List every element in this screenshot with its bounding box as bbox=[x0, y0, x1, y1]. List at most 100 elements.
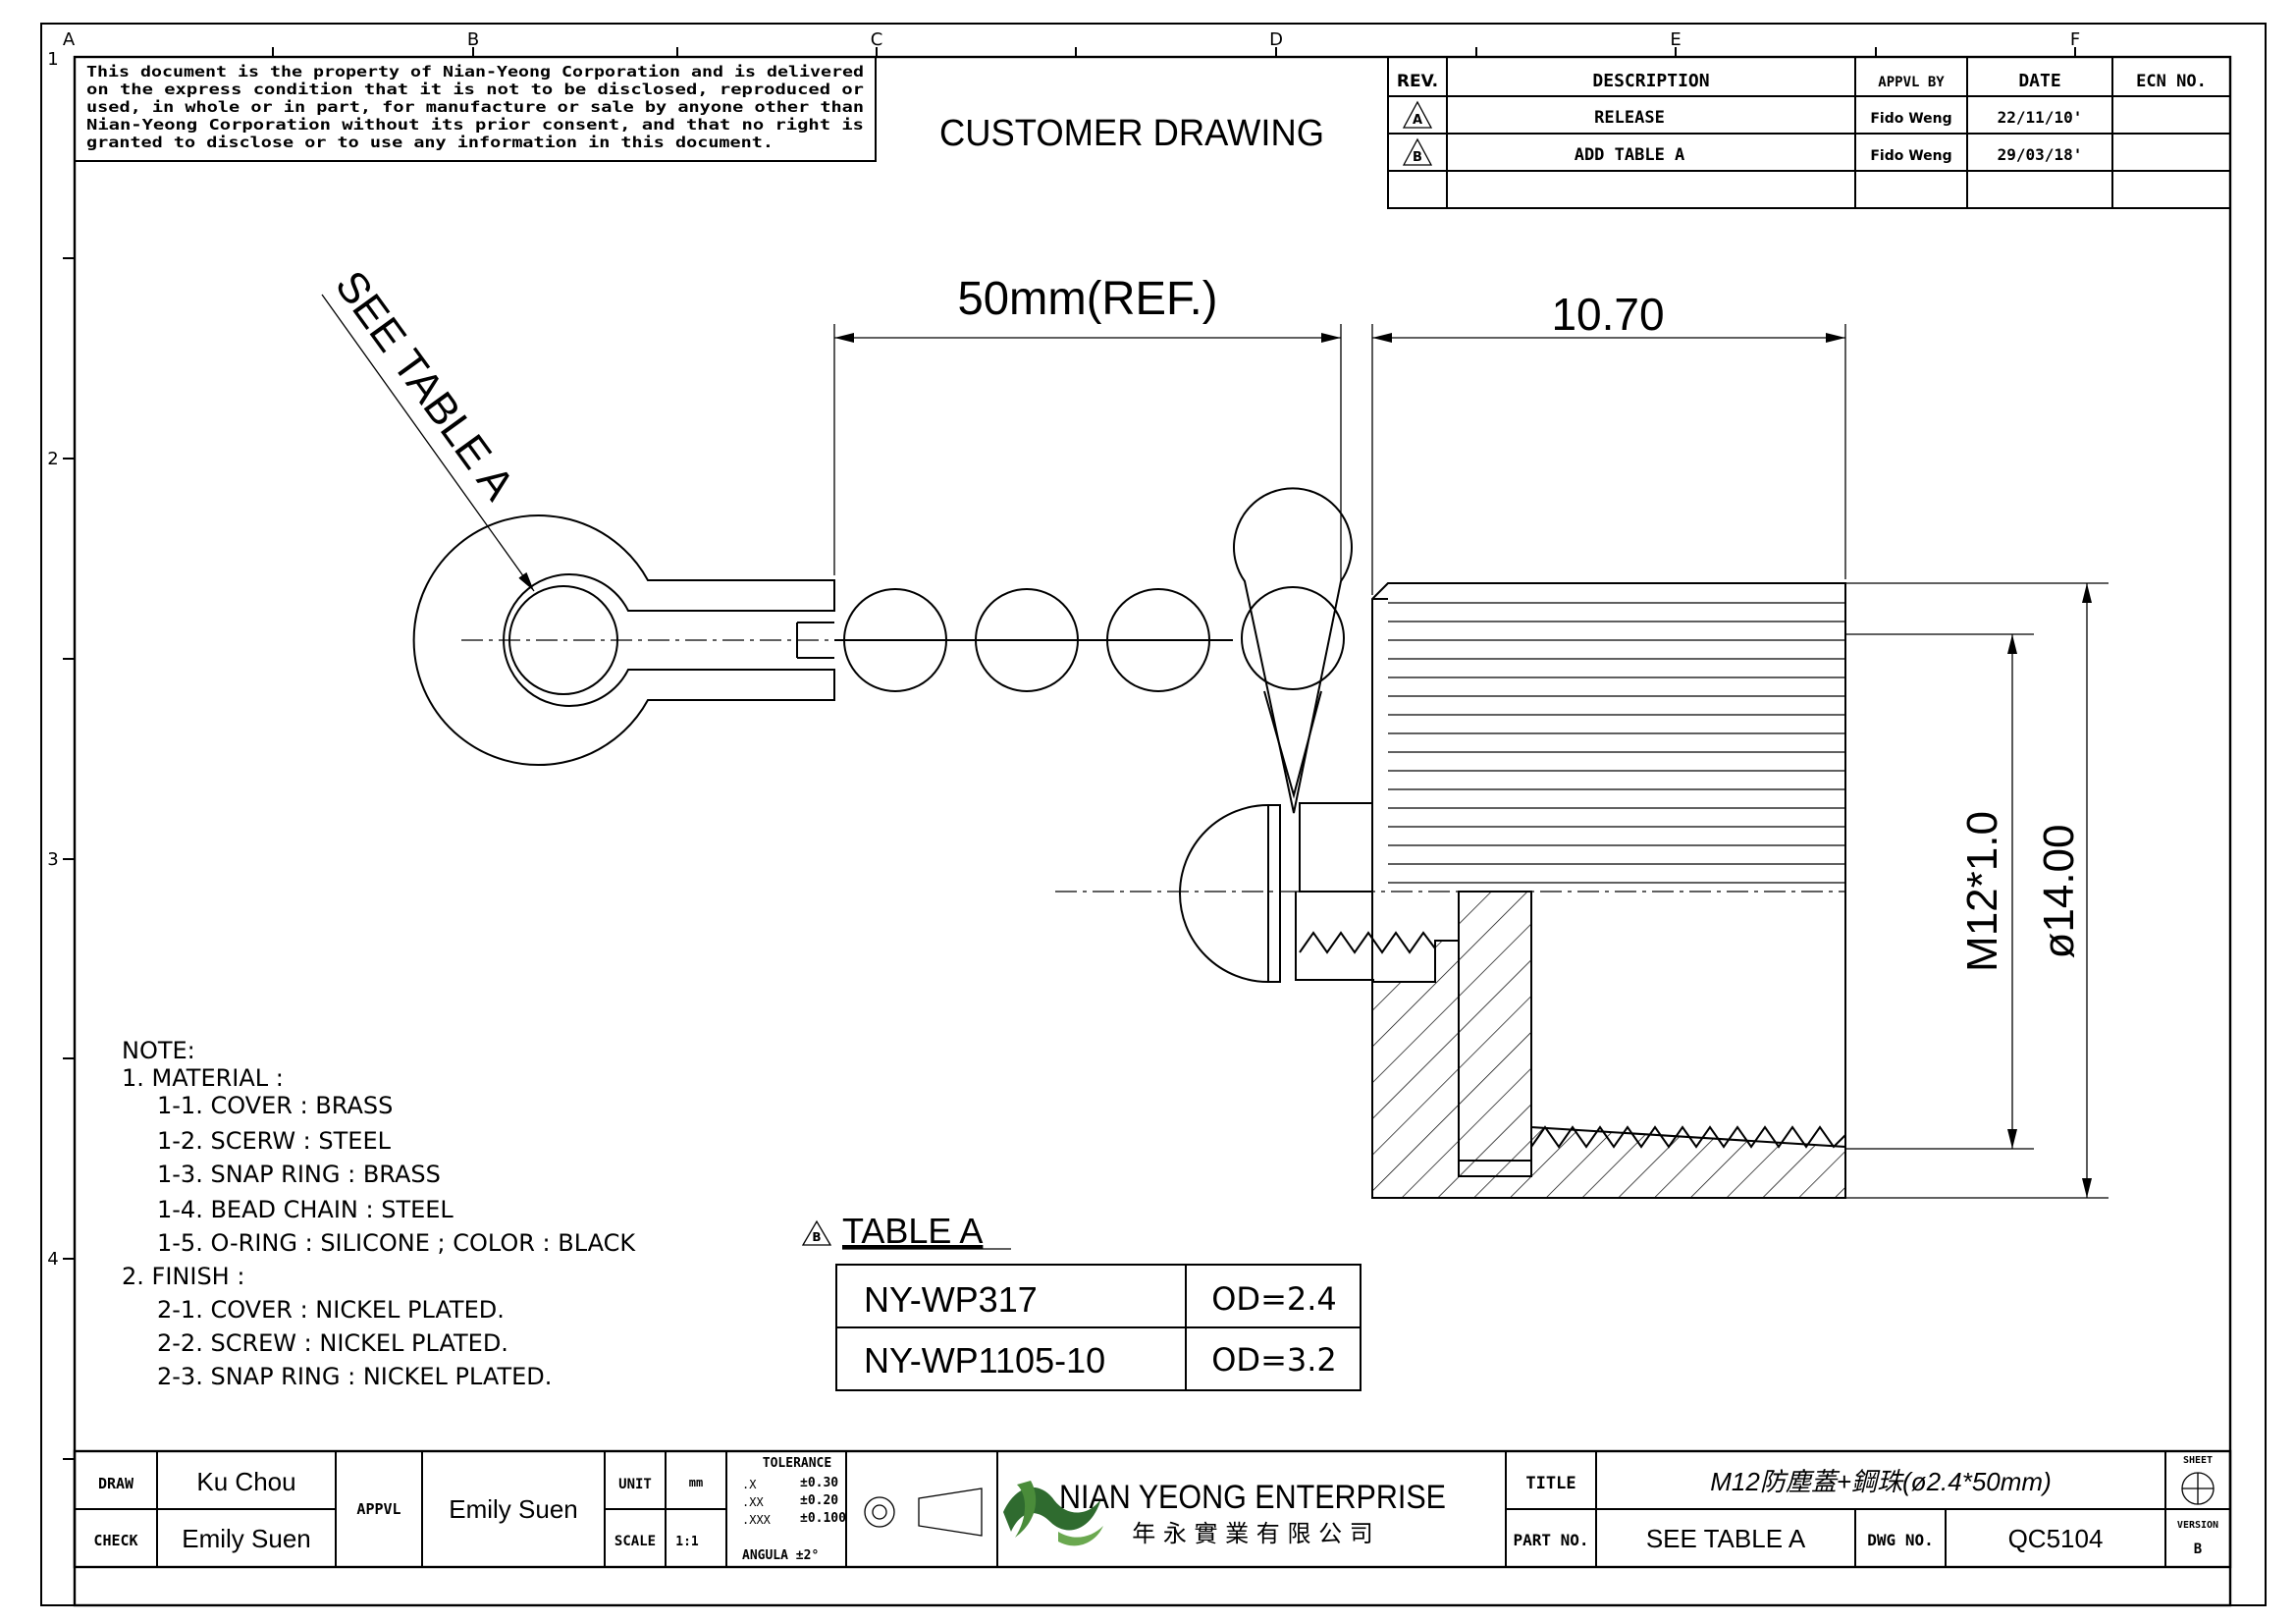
knurl-lines bbox=[1388, 602, 1845, 884]
rev-a-date: 22/11/10' bbox=[1998, 108, 2083, 127]
dwg-no-value: QC5104 bbox=[2008, 1524, 2104, 1553]
check-label: CHECK bbox=[93, 1532, 137, 1549]
rev-b-marker-icon: B bbox=[1402, 137, 1433, 166]
angular-tolerance: ANGULA ±2° bbox=[742, 1548, 819, 1563]
leader-see-table-a: SEE TABLE A bbox=[326, 262, 524, 510]
rev-b-letter: B bbox=[1413, 150, 1422, 165]
chain-bead bbox=[975, 588, 1079, 692]
column-label-b: B bbox=[467, 29, 479, 50]
drawing-title: CUSTOMER DRAWING bbox=[939, 113, 1324, 154]
disclaimer-line: Nian-Yeong Corporation without its prior… bbox=[86, 116, 864, 134]
cover-thread bbox=[1530, 1125, 1846, 1149]
table-a-od: OD=2.4 bbox=[1211, 1280, 1337, 1318]
dim-chain-length: 50mm(REF.) bbox=[958, 273, 1218, 325]
chain-bead bbox=[843, 588, 947, 692]
column-label-c: C bbox=[871, 29, 883, 50]
column-label-a: A bbox=[63, 29, 76, 50]
dim-diameter: ø14.00 bbox=[2035, 825, 2083, 959]
part-drawing: 50mm(REF.) 10.70 M12*1.0 ø14.00 SEE TABL… bbox=[321, 262, 2109, 1199]
note-line: 2-3. SNAP RING : NICKEL PLATED. bbox=[157, 1363, 552, 1390]
table-a-title: TABLE A bbox=[842, 1211, 983, 1251]
rev-a-approved-by: Fido Weng bbox=[1870, 111, 1951, 127]
note-line: 2-1. COVER : NICKEL PLATED. bbox=[157, 1296, 505, 1324]
note-line: 1-2. SCERW : STEEL bbox=[157, 1127, 392, 1155]
table-a-od: OD=3.2 bbox=[1211, 1341, 1337, 1379]
table-a-rev-letter: B bbox=[812, 1230, 821, 1244]
column-label-e: E bbox=[1670, 29, 1681, 50]
snap-ring-hole bbox=[508, 585, 618, 695]
rev-a-description: RELEASE bbox=[1594, 108, 1665, 128]
sheet-symbol-icon bbox=[2181, 1472, 2215, 1505]
dim-thread: M12*1.0 bbox=[1958, 811, 2006, 972]
tolerance-key: .X bbox=[742, 1478, 757, 1491]
tolerance-value: ±0.20 bbox=[800, 1493, 838, 1508]
tolerance-value: ±0.100 bbox=[800, 1511, 846, 1526]
note-line: 1-1. COVER : BRASS bbox=[157, 1092, 393, 1119]
scale-value: 1:1 bbox=[675, 1535, 699, 1549]
tolerance-key: .XXX bbox=[742, 1513, 772, 1527]
disclaimer-line: used, in whole or in part, for manufactu… bbox=[86, 98, 864, 116]
tolerance-key: .XX bbox=[742, 1495, 764, 1509]
unit-label: UNIT bbox=[618, 1477, 652, 1492]
dim-cover-length: 10.70 bbox=[1551, 289, 1664, 340]
appvl-label: APPVL bbox=[356, 1500, 400, 1518]
check-value: Emily Suen bbox=[182, 1524, 311, 1553]
appvl-value: Emily Suen bbox=[449, 1494, 578, 1524]
disclaimer-line: on the express condition that it is not … bbox=[86, 81, 864, 98]
rev-b-approved-by: Fido Weng bbox=[1870, 148, 1951, 164]
rev-header-date: DATE bbox=[2018, 71, 2060, 91]
sheet-label: SHEET bbox=[2183, 1455, 2213, 1466]
version-label: VERSION bbox=[2177, 1520, 2218, 1531]
row-label-2: 2 bbox=[47, 449, 58, 469]
revision-table: REV. DESCRIPTION APPVL BY DATE ECN NO. A… bbox=[1387, 56, 2231, 209]
table-a-rev-marker-icon: B bbox=[801, 1219, 832, 1246]
inner-border bbox=[73, 55, 2232, 1607]
note-line: 1-4. BEAD CHAIN : STEEL bbox=[157, 1196, 454, 1223]
chain-loop bbox=[1233, 487, 1353, 814]
rev-header-rev: REV. bbox=[1397, 72, 1438, 91]
part-no-value: SEE TABLE A bbox=[1646, 1524, 1806, 1553]
grid-ticks bbox=[63, 47, 2076, 1460]
disclaimer: This document is the property of Nian-Ye… bbox=[86, 63, 864, 151]
title-value: M12防塵蓋+鋼珠(ø2.4*50mm) bbox=[1710, 1467, 2051, 1496]
rev-b-date: 29/03/18' bbox=[1998, 145, 2083, 164]
rev-a-marker-icon: A bbox=[1402, 100, 1433, 129]
note-line: 2. FINISH : bbox=[122, 1263, 244, 1290]
rev-a-letter: A bbox=[1413, 113, 1422, 128]
tolerance-value: ±0.30 bbox=[800, 1476, 838, 1490]
company-chinese-name: 年 永 實 業 有 限 公 司 bbox=[1132, 1520, 1372, 1547]
draw-value: Ku Chou bbox=[196, 1467, 295, 1496]
note-line: 1-3. SNAP RING : BRASS bbox=[157, 1161, 441, 1188]
company-name: NIAN YEONG ENTERPRISE bbox=[1059, 1479, 1446, 1516]
notes-heading: NOTE: bbox=[122, 1037, 195, 1064]
grid-row-labels: 1 2 3 4 bbox=[47, 49, 58, 1270]
rev-header-description: DESCRIPTION bbox=[1592, 71, 1709, 91]
rev-header-approved-by: APPVL BY bbox=[1878, 75, 1945, 90]
version-value: B bbox=[2194, 1542, 2202, 1557]
tolerance-title: TOLERANCE bbox=[763, 1456, 831, 1471]
row-label-1: 1 bbox=[47, 49, 58, 70]
screw-head bbox=[1179, 804, 1281, 983]
column-label-d: D bbox=[1269, 29, 1283, 50]
cover-section-hatch bbox=[1371, 891, 1846, 1199]
title-label: TITLE bbox=[1525, 1474, 1575, 1493]
dwg-no-label: DWG NO. bbox=[1867, 1531, 1933, 1549]
disclaimer-box bbox=[74, 56, 877, 162]
note-line: 1-5. O-RING : SILICONE ; COLOR : BLACK bbox=[157, 1229, 636, 1257]
rev-header-ecn: ECN NO. bbox=[2136, 72, 2207, 91]
disclaimer-line: This document is the property of Nian-Ye… bbox=[86, 63, 864, 81]
note-line: 1. MATERIAL : bbox=[122, 1064, 284, 1092]
projection-symbol-icon bbox=[864, 1488, 983, 1537]
screw-shank bbox=[1299, 802, 1373, 893]
rev-b-description: ADD TABLE A bbox=[1575, 145, 1685, 165]
unit-value: mm bbox=[689, 1476, 703, 1489]
company-logo-icon bbox=[1003, 1481, 1103, 1546]
row-label-3: 3 bbox=[47, 849, 58, 870]
scale-label: SCALE bbox=[614, 1534, 656, 1549]
table-a-part: NY-WP1105-10 bbox=[864, 1340, 1105, 1380]
title-block: DRAW Ku Chou CHECK Emily Suen APPVL Emil… bbox=[73, 1449, 2232, 1569]
note-line: 2-2. SCREW : NICKEL PLATED. bbox=[157, 1329, 508, 1357]
grid-column-labels: A B C D E F bbox=[63, 29, 2080, 50]
disclaimer-line: granted to disclose or to use any inform… bbox=[86, 134, 774, 151]
